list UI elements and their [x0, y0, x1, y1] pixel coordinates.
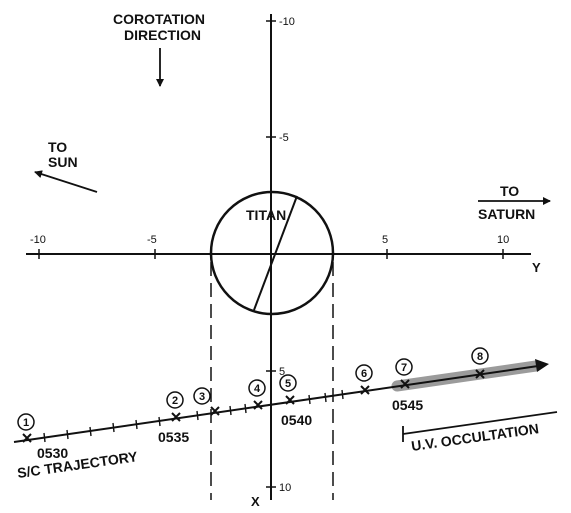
x-tick-neg10: -10	[279, 16, 295, 28]
y-axis-label: Y	[532, 260, 541, 275]
occultation-label: U.V. OCCULTATION	[410, 420, 540, 454]
x-axis-label: X	[251, 494, 260, 509]
titan-rotation-axis	[253, 195, 298, 311]
point-8: 8	[471, 347, 489, 365]
point-4: 4	[248, 379, 266, 397]
trajectory-ticks	[43, 389, 344, 443]
point-2: 2	[166, 391, 184, 409]
to-saturn-label-line2: SATURN	[478, 206, 535, 222]
point-6: 6	[355, 364, 373, 382]
y-tick-pos10: 10	[497, 234, 509, 246]
to-sun-arrow	[34, 170, 98, 193]
x-axis-ticks	[266, 20, 276, 488]
svg-text:7: 7	[401, 362, 407, 374]
svg-text:3: 3	[199, 391, 205, 403]
point-1: 1	[17, 413, 35, 431]
svg-text:4: 4	[254, 383, 261, 395]
titan-label: TITAN	[246, 207, 286, 223]
svg-text:2: 2	[172, 395, 178, 407]
time-0535: 0535	[158, 429, 189, 445]
point-3: 3	[193, 387, 211, 405]
occultation-bracket	[402, 411, 558, 435]
time-0540: 0540	[281, 412, 312, 428]
point-5: 5	[279, 374, 297, 392]
svg-text:1: 1	[23, 417, 29, 429]
svg-text:8: 8	[477, 351, 483, 363]
x-tick-pos5: 5	[279, 366, 285, 378]
to-sun-label-line2: SUN	[48, 154, 78, 170]
x-tick-pos10: 10	[279, 482, 291, 494]
y-tick-neg10: -10	[30, 234, 46, 246]
to-saturn-label-line1: TO	[500, 183, 519, 199]
corotation-label-line2: DIRECTION	[124, 27, 201, 43]
x-tick-neg5: -5	[279, 132, 289, 144]
trajectory-arrowhead	[535, 359, 549, 372]
time-0530: 0530	[37, 445, 68, 461]
y-tick-pos5: 5	[382, 234, 388, 246]
trajectory-label: S/C TRAJECTORY	[16, 448, 139, 481]
point-7: 7	[395, 358, 413, 376]
svg-text:5: 5	[285, 378, 291, 390]
y-tick-neg5: -5	[147, 234, 157, 246]
time-0545: 0545	[392, 397, 423, 413]
corotation-label-line1: COROTATION	[113, 11, 205, 27]
to-sun-label-line1: TO	[48, 139, 67, 155]
trajectory-point-markers	[22, 369, 485, 443]
svg-text:6: 6	[361, 368, 367, 380]
trajectory-line	[13, 365, 539, 443]
titan-disk	[209, 190, 335, 316]
y-axis-ticks	[38, 249, 504, 259]
